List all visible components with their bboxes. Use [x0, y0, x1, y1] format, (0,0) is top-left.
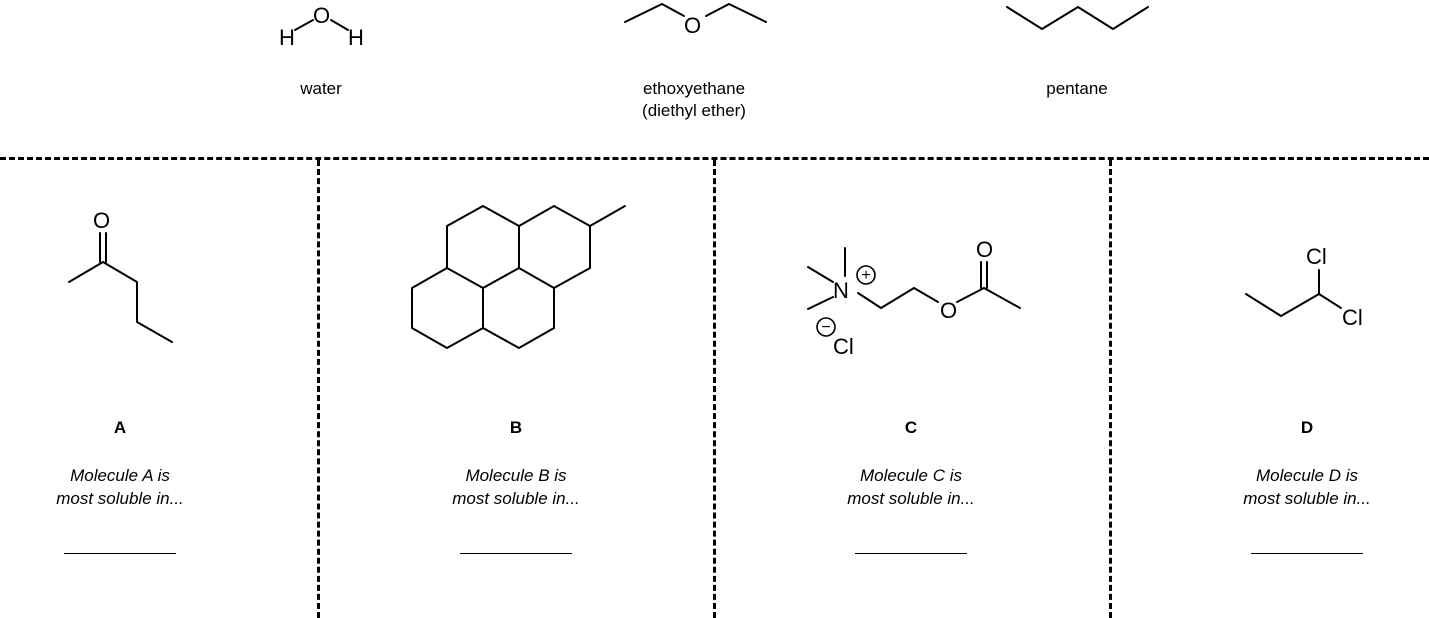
vertical-divider — [1109, 160, 1112, 618]
ring — [518, 205, 591, 289]
bond — [983, 287, 1021, 309]
molecule-a-structure: O — [68, 208, 173, 343]
bond — [294, 19, 314, 31]
molecule-a-answer-blank[interactable] — [64, 553, 176, 554]
atom-cl-right: Cl — [1342, 305, 1363, 330]
question-line: Molecule B is — [465, 466, 567, 485]
solvent-label-ethoxyethane: ethoxyethane (diethyl ether) — [642, 78, 746, 122]
pentane-structure — [1006, 6, 1149, 30]
question-line: Molecule A is — [70, 466, 170, 485]
molecule-b-label: B — [509, 418, 523, 437]
solvent-name: ethoxyethane — [642, 79, 746, 98]
bond — [807, 266, 834, 283]
bond-chain — [1006, 6, 1149, 30]
atom-o: O — [313, 3, 330, 28]
negative-charge-icon — [816, 317, 836, 337]
water-structure: H O H — [279, 3, 364, 50]
atom-o-carbonyl: O — [976, 237, 993, 262]
molecule-b-structure — [411, 205, 626, 349]
question-line: Molecule D is — [1255, 466, 1359, 485]
bond — [913, 287, 939, 303]
solvent-name: water — [300, 79, 342, 98]
bond — [102, 261, 138, 283]
molecule-c-question: Molecule C is most soluble in... — [847, 464, 975, 510]
atom-h-right: H — [348, 25, 364, 50]
atom-o-ester: O — [940, 298, 957, 323]
molecule-d-structure: Cl Cl — [1245, 244, 1363, 330]
vertical-divider — [713, 160, 716, 618]
molecule-b-answer-blank[interactable] — [460, 553, 572, 554]
bond-chain — [624, 3, 685, 23]
question-line: Molecule C is — [859, 466, 963, 485]
bond — [857, 292, 882, 309]
ring — [482, 287, 555, 349]
solvent-subname: (diethyl ether) — [642, 101, 746, 120]
molecule-d-question: Molecule D is most soluble in... — [1243, 464, 1371, 510]
bond — [68, 261, 104, 283]
question-line: most soluble in... — [847, 489, 975, 508]
bond — [956, 287, 985, 303]
bond — [1280, 293, 1320, 317]
atom-cl: Cl — [833, 334, 854, 359]
molecule-a-label: A — [113, 418, 127, 437]
atom-h-left: H — [279, 25, 295, 50]
plus-sign: + — [861, 267, 870, 284]
question-line: most soluble in... — [56, 489, 184, 508]
molecule-a-question: Molecule A is most soluble in... — [56, 464, 184, 510]
positive-charge-icon — [856, 265, 876, 285]
methyl-bond — [589, 205, 626, 227]
question-line: most soluble in... — [452, 489, 580, 508]
solvent-name: pentane — [1046, 79, 1108, 98]
vertical-divider — [317, 160, 320, 618]
bond — [136, 321, 173, 343]
atom-o: O — [93, 208, 110, 233]
molecule-d-answer-blank[interactable] — [1251, 553, 1363, 554]
horizontal-divider — [0, 157, 1429, 160]
ethoxyethane-structure: O — [624, 3, 767, 38]
solvent-label-pentane: pentane — [1046, 78, 1107, 100]
ring — [446, 205, 520, 289]
molecule-c-structure: N + O O − Cl — [807, 237, 1021, 359]
solvent-label-water: water — [300, 78, 342, 100]
atom-n: N — [833, 278, 849, 303]
molecule-d-label: D — [1300, 418, 1314, 437]
minus-sign: − — [821, 319, 830, 336]
bond — [330, 19, 349, 31]
ring — [411, 267, 484, 349]
bond — [880, 287, 915, 309]
question-line: most soluble in... — [1243, 489, 1371, 508]
atom-cl-top: Cl — [1306, 244, 1327, 269]
atom-o: O — [684, 13, 701, 38]
molecule-b-question: Molecule B is most soluble in... — [452, 464, 580, 510]
bond — [1318, 293, 1342, 309]
bond — [807, 296, 834, 310]
bond-chain — [705, 3, 767, 23]
molecule-c-answer-blank[interactable] — [855, 553, 967, 554]
bond — [1245, 293, 1282, 317]
molecule-c-label: C — [904, 418, 918, 437]
